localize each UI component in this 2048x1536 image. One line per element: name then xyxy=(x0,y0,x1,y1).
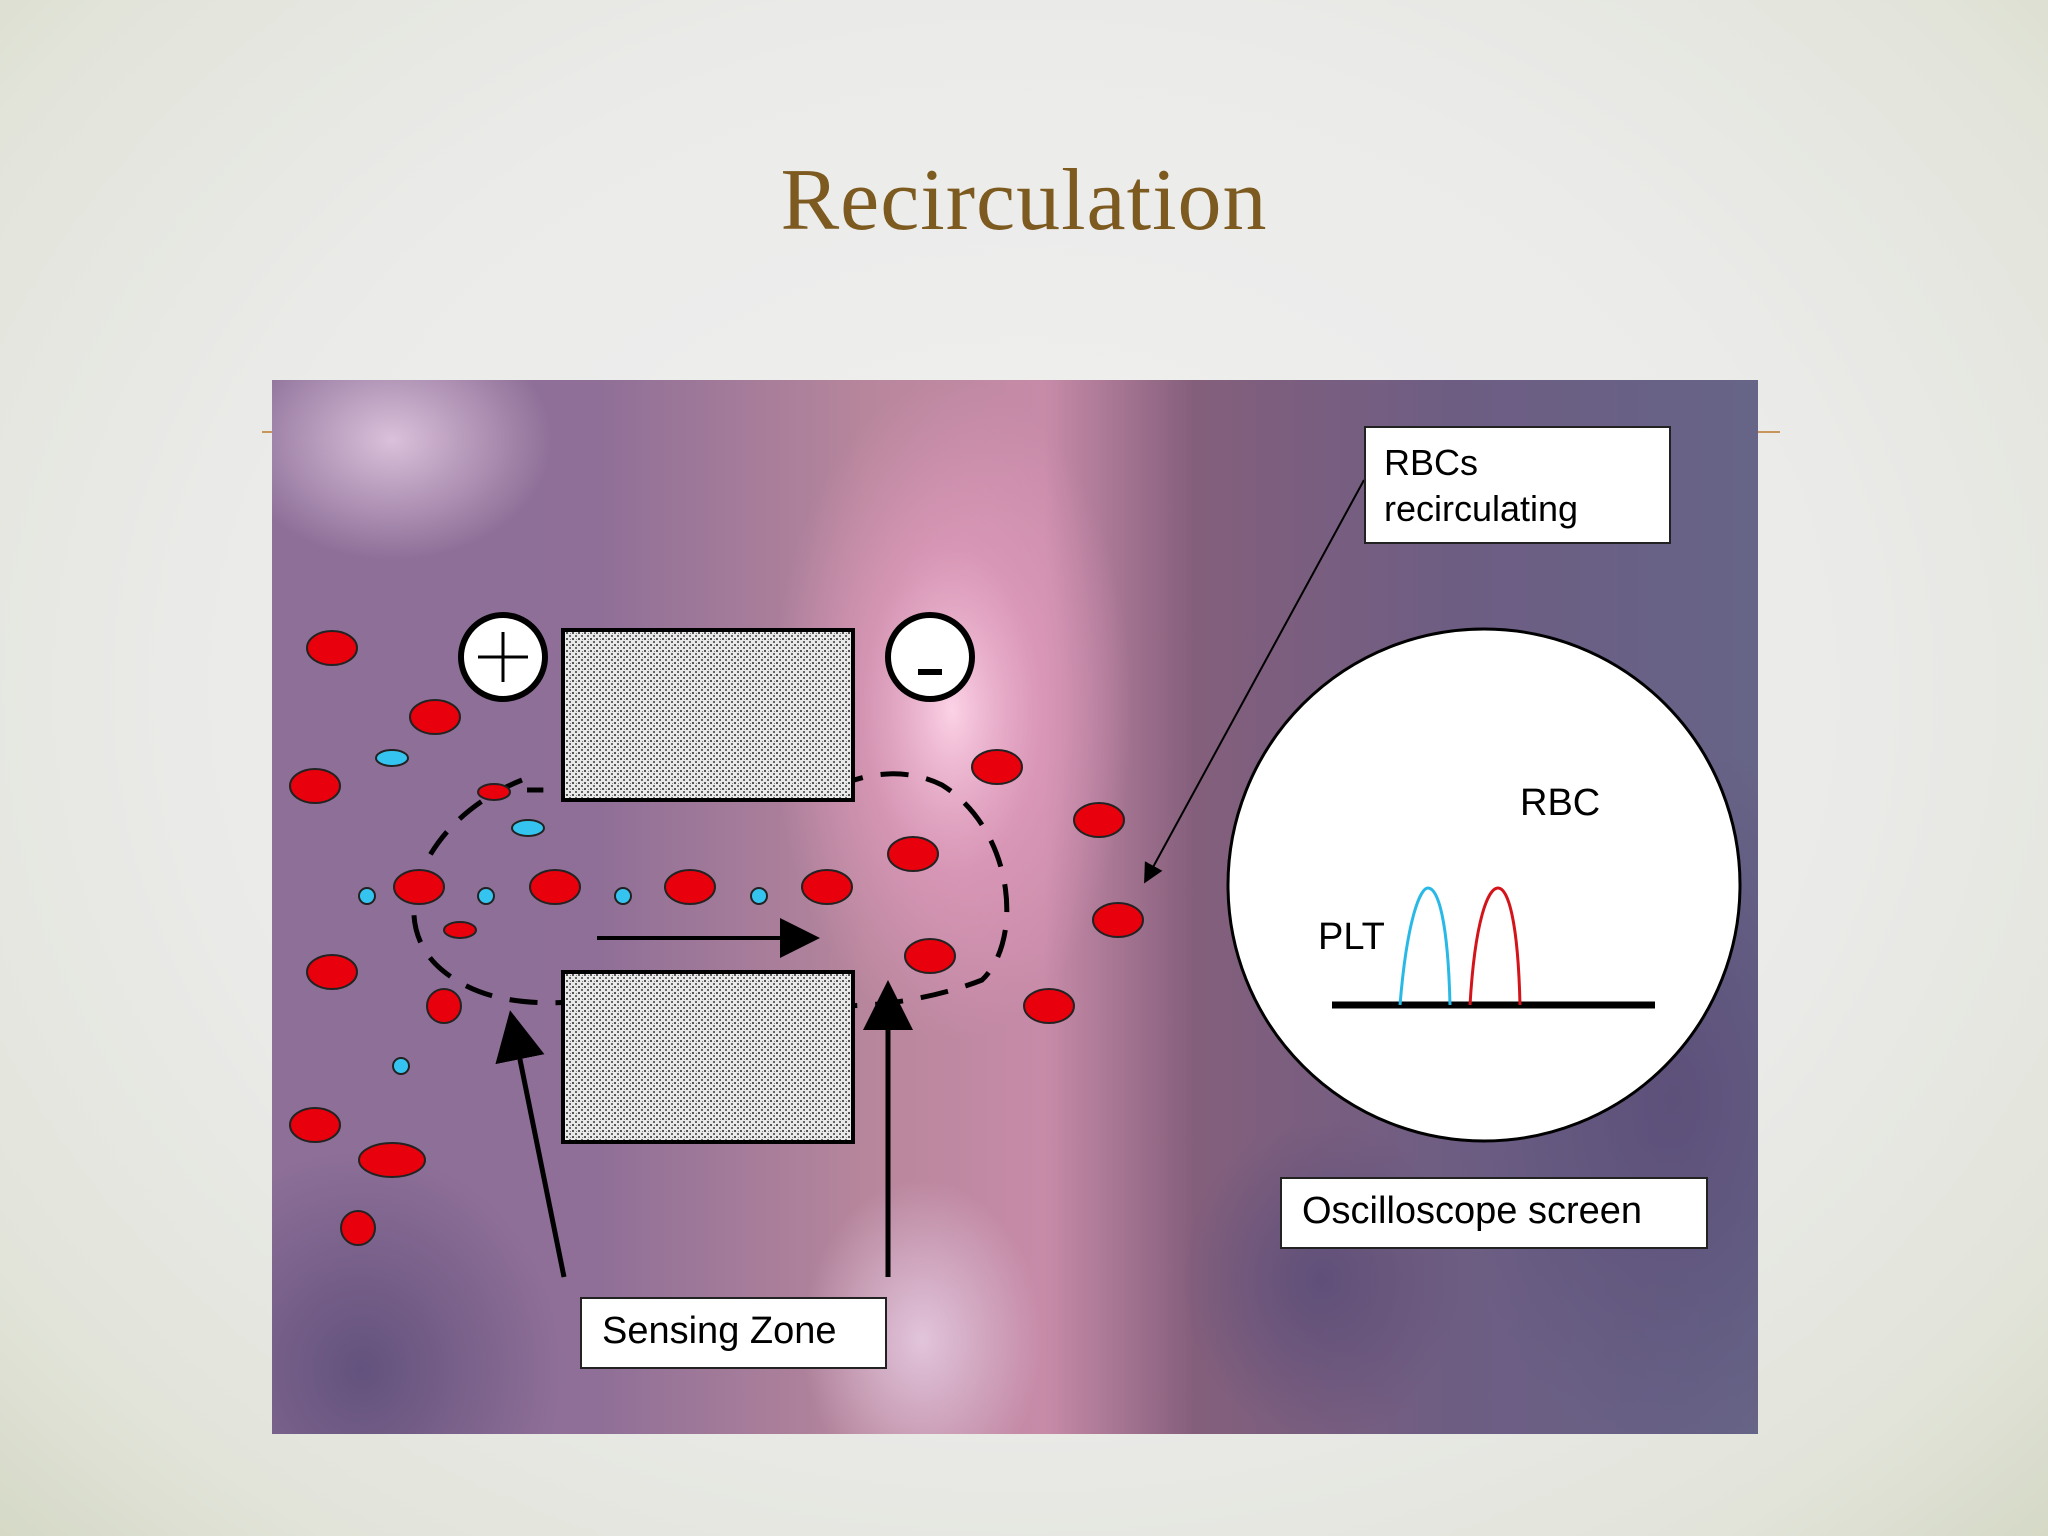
rbc-cell xyxy=(904,938,956,974)
platelet xyxy=(392,1057,410,1075)
rbc-cell xyxy=(971,749,1023,785)
platelet xyxy=(750,887,768,905)
platelets xyxy=(358,749,768,1075)
sensing-zone-outline xyxy=(411,771,1010,1009)
rbc-peak-label: RBC xyxy=(1520,782,1601,824)
platelet xyxy=(358,887,376,905)
rbc-cell xyxy=(1092,902,1144,938)
plus-icon xyxy=(478,632,528,682)
rbc-peak-curve xyxy=(1468,886,1522,1006)
plt-peak-label: PLT xyxy=(1318,916,1385,958)
rbc-cell xyxy=(1023,988,1075,1024)
rbc-cell xyxy=(887,836,939,872)
rbc-recirculating-line-1: RBCs xyxy=(1384,442,1479,483)
rbc-cell xyxy=(529,869,581,905)
rbc-cell xyxy=(409,699,461,735)
rbc-cell xyxy=(306,630,358,666)
lower-electrode-block xyxy=(561,970,855,1144)
rbc-cell xyxy=(664,869,716,905)
rbc-cell xyxy=(289,1107,341,1143)
platelet xyxy=(477,887,495,905)
sensing-zone-label: Sensing Zone xyxy=(580,1297,887,1369)
rbc-cell xyxy=(340,1210,376,1246)
rbc-recirculating-label: RBCs recirculating xyxy=(1364,426,1671,544)
positive-terminal xyxy=(458,612,548,702)
platelet xyxy=(614,887,632,905)
rbc-recirculating-line-2: recirculating xyxy=(1384,488,1579,529)
rbc-cell xyxy=(289,768,341,804)
rbc-cell xyxy=(426,988,462,1024)
rbc-cell xyxy=(393,869,445,905)
negative-terminal xyxy=(885,612,975,702)
red-blood-cells xyxy=(289,630,1144,1246)
rbc-cell xyxy=(1073,802,1125,838)
oscilloscope-screen-label: Oscilloscope screen xyxy=(1280,1177,1708,1249)
rbc-cell xyxy=(801,869,853,905)
slide-title: Recirculation xyxy=(780,152,1268,249)
rbc-cell xyxy=(358,1142,426,1178)
rbc-cell xyxy=(306,954,358,990)
rbc-cell xyxy=(443,921,477,939)
accent-rule-left xyxy=(262,431,278,433)
plt-peak-curve xyxy=(1398,886,1452,1006)
platelet xyxy=(511,819,545,837)
diagram-panel: RBC PLT RBCs recirculating Sensing Zone … xyxy=(272,380,1758,1434)
oscilloscope-screen xyxy=(1226,627,1742,1143)
platelet xyxy=(375,749,409,767)
sensing-pointer-left xyxy=(495,1010,567,1278)
recirculation-pointer xyxy=(1144,479,1365,884)
upper-electrode-block xyxy=(561,628,855,802)
accent-rule-right xyxy=(1756,431,1780,433)
rbc-cell xyxy=(477,783,511,801)
